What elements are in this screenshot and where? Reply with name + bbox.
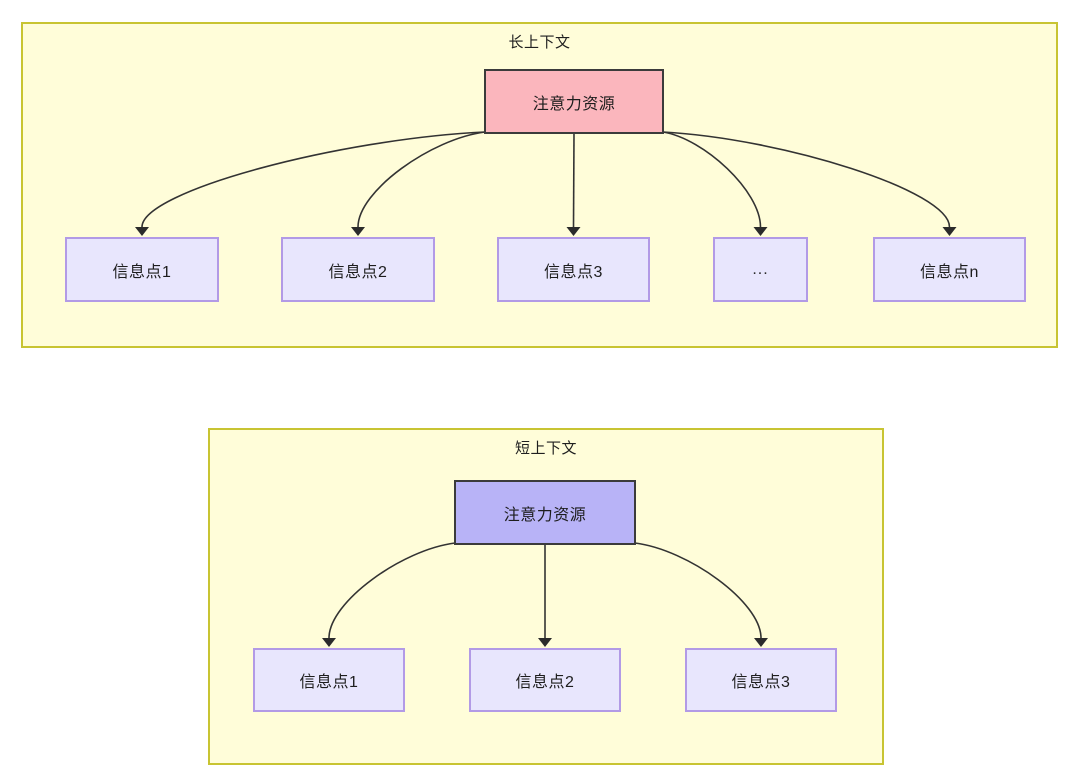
node-attention-resource-long-context[interactable]: 注意力资源	[484, 69, 664, 134]
node-info-point-long-context-2[interactable]: 信息点3	[497, 237, 650, 302]
panel-long-context-title: 长上下文	[508, 34, 571, 51]
panel-short-context: 短上下文	[208, 428, 884, 765]
panel-short-context-title: 短上下文	[514, 440, 577, 457]
node-info-point-long-context-1[interactable]: 信息点2	[281, 237, 435, 302]
node-info-point-long-context-0[interactable]: 信息点1	[65, 237, 219, 302]
node-info-point-long-context-4[interactable]: 信息点n	[873, 237, 1026, 302]
node-info-point-long-context-3[interactable]: ...	[713, 237, 808, 302]
node-info-point-short-context-2[interactable]: 信息点3	[685, 648, 837, 712]
node-attention-resource-short-context[interactable]: 注意力资源	[454, 480, 636, 545]
node-info-point-short-context-0[interactable]: 信息点1	[253, 648, 405, 712]
node-info-point-short-context-1[interactable]: 信息点2	[469, 648, 621, 712]
